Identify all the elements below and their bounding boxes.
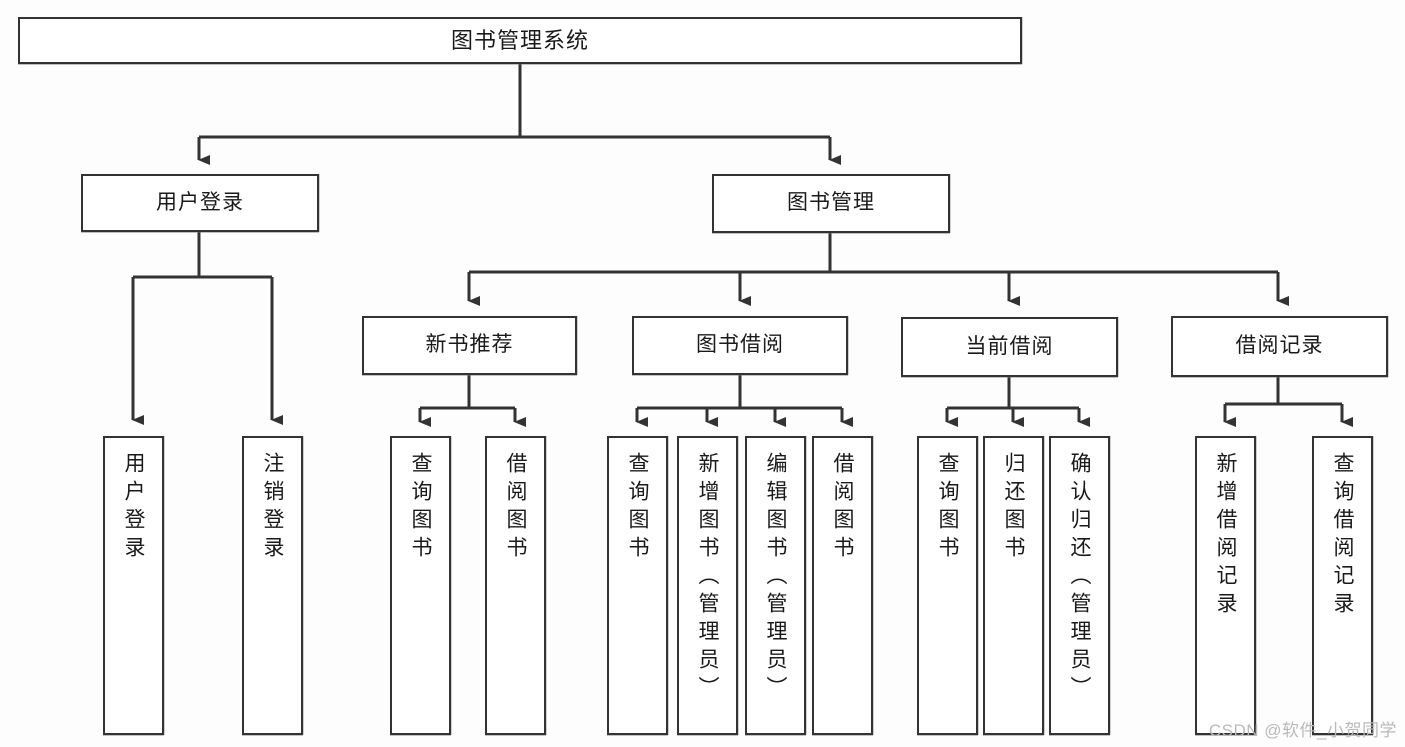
leaf-add-record-label: 新增借阅记录 (1214, 452, 1237, 620)
watermark: CSDN @软件_小贺同学 (1208, 721, 1397, 740)
leaf-add-book-label: 新增图书（管理员） (696, 452, 719, 704)
leaf-user-login-label: 用户登录 (122, 452, 145, 564)
leaf-logout[interactable]: 注销登录 (242, 436, 303, 735)
leaf-add-book[interactable]: 新增图书（管理员） (677, 436, 738, 735)
leaf-return-book-label: 归还图书 (1002, 452, 1025, 564)
node-book-manage[interactable]: 图书管理 (712, 174, 950, 233)
leaf-borrow-book-2[interactable]: 借阅图书 (812, 436, 873, 735)
node-root-label: 图书管理系统 (450, 27, 589, 53)
node-book-borrow[interactable]: 图书借阅 (632, 316, 848, 375)
leaf-confirm-return[interactable]: 确认归还（管理员） (1049, 436, 1110, 735)
node-root[interactable]: 图书管理系统 (18, 17, 1022, 64)
node-user-login-label: 用户登录 (156, 190, 244, 214)
leaf-borrow-book-2-label: 借阅图书 (831, 452, 854, 564)
node-new-book-recommend-label: 新书推荐 (425, 333, 514, 357)
leaf-confirm-return-label: 确认归还（管理员） (1068, 452, 1091, 704)
leaf-edit-book[interactable]: 编辑图书（管理员） (745, 436, 806, 735)
leaf-query-record-label: 查询借阅记录 (1331, 452, 1354, 620)
node-book-manage-label: 图书管理 (787, 191, 875, 215)
node-new-book-recommend[interactable]: 新书推荐 (362, 316, 577, 375)
leaf-query-book-1[interactable]: 查询图书 (390, 436, 451, 735)
leaf-edit-book-label: 编辑图书（管理员） (764, 452, 787, 704)
leaf-borrow-book-1-label: 借阅图书 (504, 452, 527, 564)
leaf-user-login[interactable]: 用户登录 (103, 436, 164, 735)
leaf-return-book[interactable]: 归还图书 (983, 436, 1044, 735)
node-borrow-record-label: 借阅记录 (1235, 334, 1324, 358)
node-current-borrow-label: 当前借阅 (965, 334, 1054, 358)
node-current-borrow[interactable]: 当前借阅 (901, 317, 1118, 377)
leaf-logout-label: 注销登录 (261, 452, 284, 564)
node-book-borrow-label: 图书借阅 (696, 333, 784, 357)
leaf-query-record[interactable]: 查询借阅记录 (1312, 436, 1373, 735)
node-borrow-record[interactable]: 借阅记录 (1171, 316, 1388, 377)
leaf-add-record[interactable]: 新增借阅记录 (1195, 436, 1256, 735)
leaf-query-book-3[interactable]: 查询图书 (917, 436, 978, 735)
leaf-borrow-book-1[interactable]: 借阅图书 (485, 436, 546, 735)
leaf-query-book-2[interactable]: 查询图书 (607, 436, 668, 735)
node-user-login[interactable]: 用户登录 (81, 174, 319, 232)
leaf-query-book-2-label: 查询图书 (626, 452, 649, 564)
leaf-query-book-1-label: 查询图书 (409, 452, 432, 564)
leaf-query-book-3-label: 查询图书 (936, 452, 959, 564)
